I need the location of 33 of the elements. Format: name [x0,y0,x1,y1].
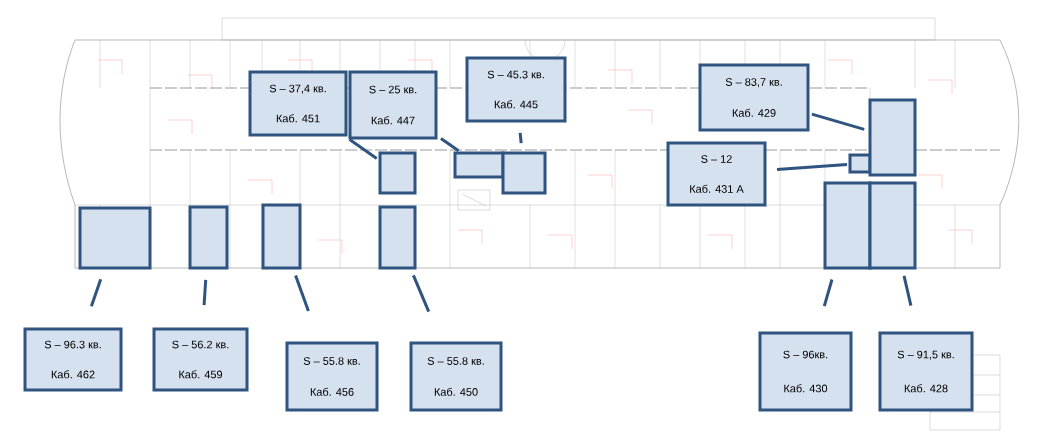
highlighted-room [848,153,872,174]
leader-line [822,279,834,307]
leader-line [202,279,208,306]
highlighted-room [78,206,152,270]
label-box: S – 37,4 кв. Каб. 451 [248,70,348,137]
leader-line [348,138,378,160]
label-box: S – 55.8 кв. Каб. 450 [409,341,503,412]
label-box: S – 25 кв. Каб. 447 [348,70,438,140]
highlighted-room [378,205,417,270]
label-box: S – 96кв. Каб. 430 [758,331,853,412]
highlighted-room [378,151,417,195]
leader-line [294,275,310,312]
label-box: S – 91,5 кв. Каб. 428 [878,331,974,412]
highlighted-room [868,98,917,177]
leader-line [811,112,865,131]
leader-line [776,162,848,172]
label-box: S – 12 Каб. 431 А [666,141,767,207]
leader-line [412,274,431,313]
label-box: S – 45.3 кв. Каб. 445 [465,56,567,123]
highlighted-room [261,203,302,270]
highlighted-room [453,151,505,179]
highlighted-room [501,151,547,195]
leader-line [518,132,523,144]
leader-line [902,275,913,307]
highlighted-room [188,205,229,270]
highlighted-room [868,181,917,270]
label-box: S – 96.3 кв. Каб. 462 [23,327,123,392]
label-box: S – 56.2 кв. Каб. 459 [152,327,249,392]
label-box: S – 55.8 кв. Каб. 456 [285,341,379,412]
leader-line [89,278,103,307]
label-box: S – 83,7 кв. Каб. 429 [698,63,810,132]
leader-line [440,137,460,152]
highlighted-room [823,181,872,270]
